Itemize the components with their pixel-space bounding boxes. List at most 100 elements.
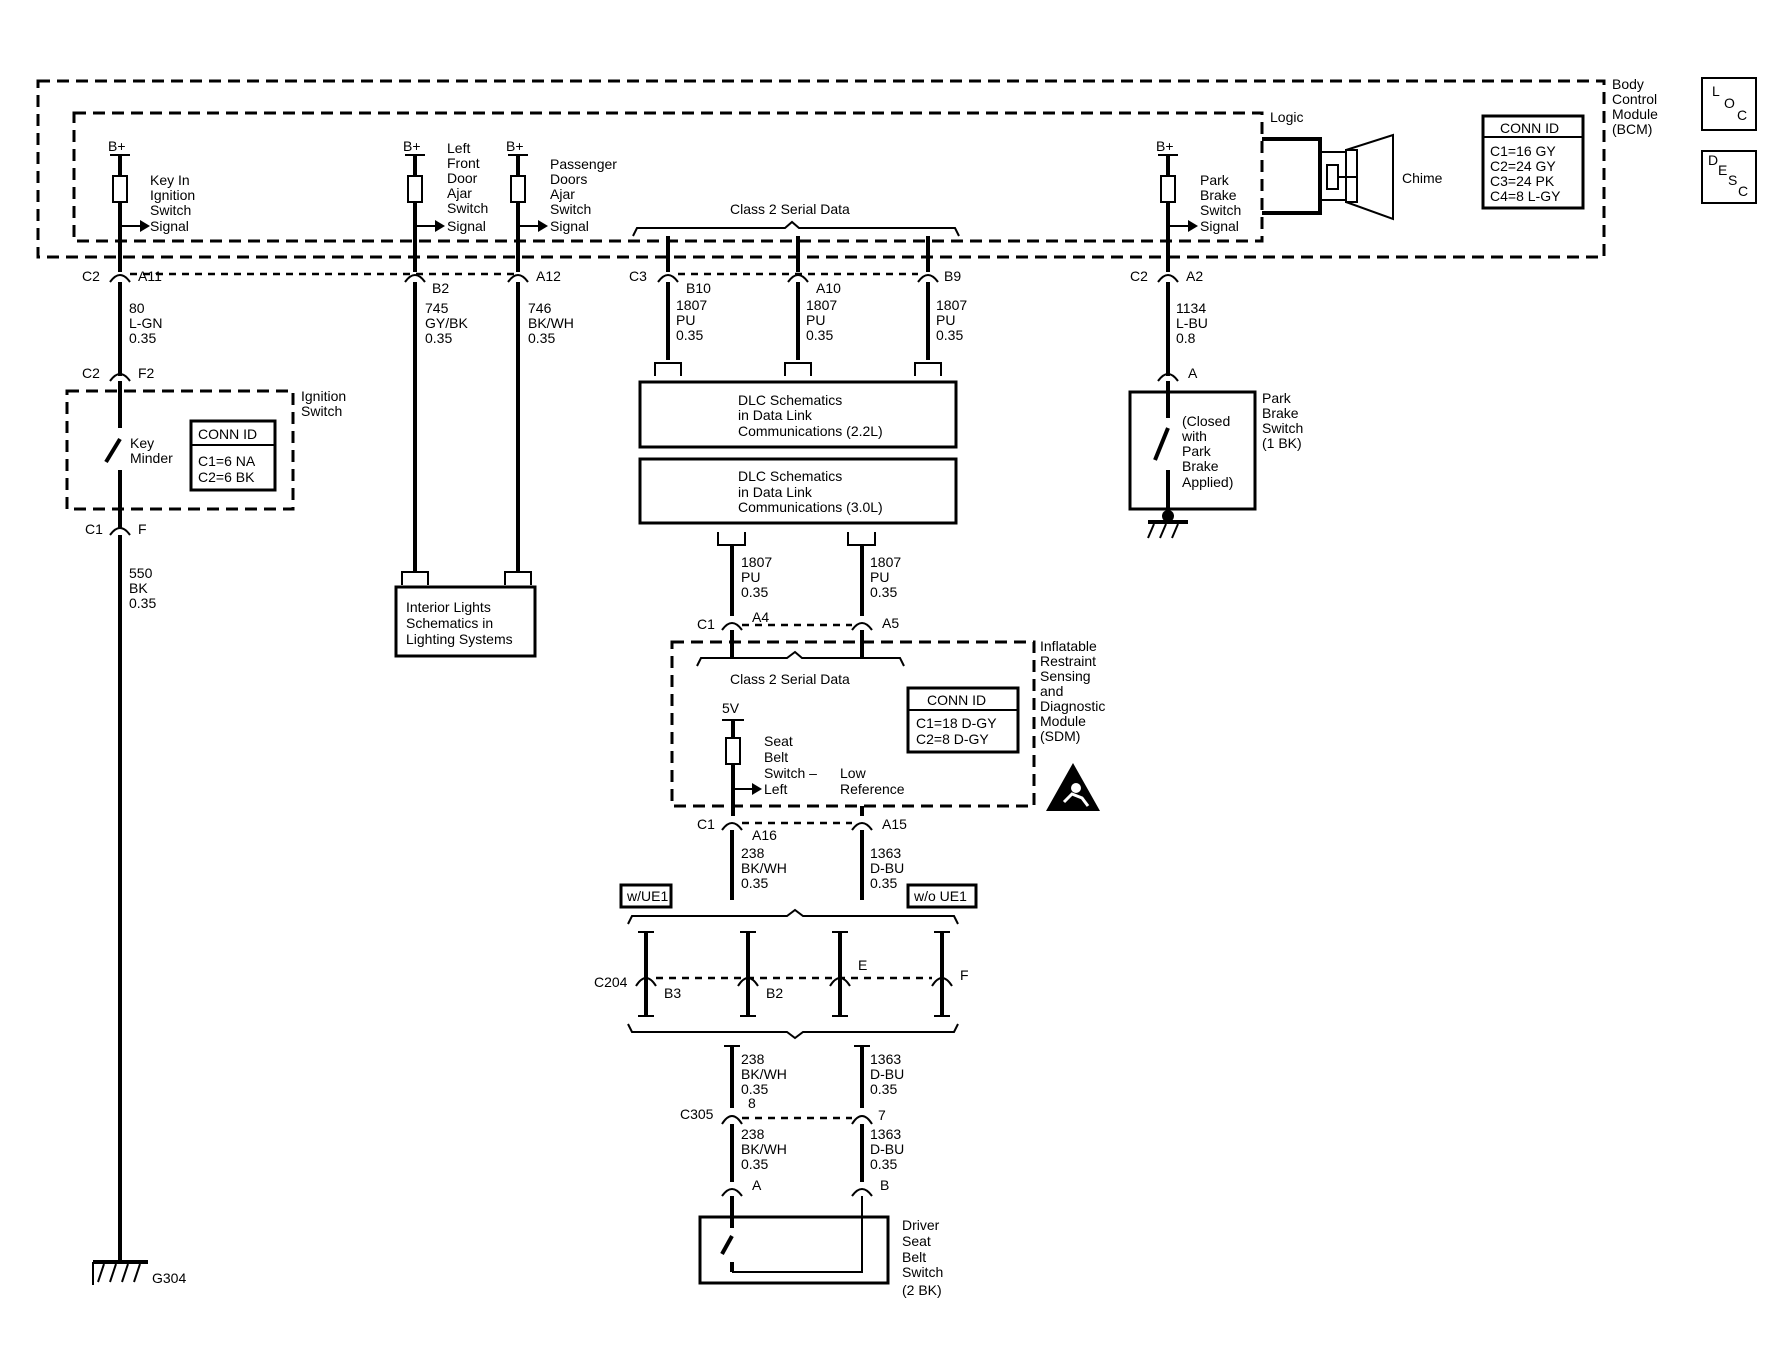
svg-text:C2=8 D-GY: C2=8 D-GY — [916, 731, 989, 747]
svg-text:Inflatable: Inflatable — [1040, 638, 1097, 654]
svg-text:Key: Key — [130, 435, 154, 451]
svg-text:Diagnostic: Diagnostic — [1040, 698, 1105, 714]
svg-text:F2: F2 — [138, 365, 155, 381]
dlc-30l-reference-box[interactable]: DLC Schematics in Data Link Communicatio… — [638, 457, 958, 525]
svg-text:Interior Lights: Interior Lights — [406, 599, 491, 615]
svg-text:(Closed: (Closed — [1182, 413, 1230, 429]
wire-1807-b9: 1807 PU 0.35 — [926, 282, 967, 360]
svg-text:C: C — [1738, 183, 1748, 199]
svg-text:D: D — [1708, 152, 1718, 168]
svg-text:0.35: 0.35 — [870, 584, 897, 600]
svg-text:C1: C1 — [697, 616, 715, 632]
svg-text:BK/WH: BK/WH — [528, 315, 574, 331]
svg-text:C1: C1 — [85, 521, 103, 537]
svg-text:1807: 1807 — [806, 297, 837, 313]
svg-text:Switch: Switch — [447, 200, 488, 216]
airbag-warning-icon — [1046, 763, 1100, 811]
svg-text:C1=18 D-GY: C1=18 D-GY — [916, 715, 997, 731]
svg-text:BK: BK — [129, 580, 148, 596]
svg-text:745: 745 — [425, 300, 449, 316]
svg-text:1807: 1807 — [936, 297, 967, 313]
svg-text:0.35: 0.35 — [528, 330, 555, 346]
logic-label: Logic — [1270, 109, 1303, 125]
svg-text:B2: B2 — [432, 280, 449, 296]
svg-text:D-BU: D-BU — [870, 1066, 904, 1082]
svg-text:PU: PU — [806, 312, 825, 328]
svg-text:PU: PU — [741, 569, 760, 585]
sdm-module: Inflatable Restraint Sensing and Diagnos… — [670, 630, 1105, 816]
chime-label: Chime — [1402, 170, 1443, 186]
svg-text:Signal: Signal — [150, 218, 189, 234]
svg-text:238: 238 — [741, 1051, 765, 1067]
svg-text:C2: C2 — [82, 268, 100, 284]
svg-text:E: E — [858, 957, 867, 973]
svg-text:A2: A2 — [1186, 268, 1203, 284]
svg-text:BK/WH: BK/WH — [741, 1141, 787, 1157]
wire-745: 745 GY/BK 0.35 — [413, 282, 468, 572]
wire-238-sdm: 238 BK/WH 0.35 — [730, 830, 787, 900]
svg-text:Ajar: Ajar — [550, 186, 575, 202]
interior-lights-reference-box[interactable]: Interior Lights Schematics in Lighting S… — [394, 585, 537, 658]
park-brake-switch: (Closed with Park Brake Applied) Park Br… — [1128, 381, 1303, 516]
svg-text:C1=6 NA: C1=6 NA — [198, 453, 256, 469]
svg-text:DLC Schematics: DLC Schematics — [738, 468, 842, 484]
svg-text:A4: A4 — [752, 609, 769, 625]
svg-text:A15: A15 — [882, 816, 907, 832]
svg-text:Key In: Key In — [150, 172, 190, 188]
svg-text:5V: 5V — [722, 700, 740, 716]
svg-text:(2 BK): (2 BK) — [902, 1282, 942, 1298]
svg-text:0.35: 0.35 — [741, 1156, 768, 1172]
key-in-signal-circuit: B+ Key In Ignition Switch Signal — [108, 138, 195, 272]
svg-text:Belt: Belt — [764, 749, 788, 765]
svg-text:550: 550 — [129, 565, 153, 581]
park-brake-signal-circuit: B+ Park Brake Switch Signal — [1156, 138, 1241, 272]
svg-text:B+: B+ — [1156, 138, 1174, 154]
svg-text:Schematics in: Schematics in — [406, 615, 493, 631]
svg-text:Low: Low — [840, 765, 867, 781]
svg-text:0.35: 0.35 — [129, 595, 156, 611]
svg-text:Driver: Driver — [902, 1217, 940, 1233]
svg-text:Doors: Doors — [550, 171, 587, 187]
svg-text:Park: Park — [1262, 390, 1292, 406]
loc-button[interactable]: L O C — [1701, 77, 1757, 131]
svg-text:L-BU: L-BU — [1176, 315, 1208, 331]
wire-1134: 1134 L-BU 0.8 — [1166, 282, 1208, 376]
svg-text:C2=6 BK: C2=6 BK — [198, 469, 255, 485]
wire-1807-a10: 1807 PU 0.35 — [796, 282, 837, 360]
svg-text:0.35: 0.35 — [870, 875, 897, 891]
svg-text:8: 8 — [748, 1095, 756, 1111]
svg-text:Class 2 Serial Data: Class 2 Serial Data — [730, 201, 850, 217]
svg-text:Front: Front — [447, 155, 480, 171]
svg-text:E: E — [1718, 162, 1727, 178]
svg-text:Brake: Brake — [1182, 458, 1219, 474]
svg-text:746: 746 — [528, 300, 552, 316]
dlc-22l-reference-box[interactable]: DLC Schematics in Data Link Communicatio… — [638, 380, 958, 449]
svg-text:A: A — [1188, 365, 1198, 381]
bcm-label: Body — [1612, 76, 1644, 92]
wire-550: 550 BK 0.35 — [118, 535, 156, 1262]
connector-c204: C204 B3 B2 E F — [594, 931, 969, 1017]
svg-text:A16: A16 — [752, 827, 777, 843]
svg-text:0.35: 0.35 — [870, 1156, 897, 1172]
svg-text:F: F — [138, 521, 147, 537]
svg-text:Control: Control — [1612, 91, 1657, 107]
svg-text:Communications (2.2L): Communications (2.2L) — [738, 423, 883, 439]
bcm-module: Body Control Module (BCM) Logic — [36, 76, 1658, 259]
passenger-door-signal-circuit: B+ Passenger Doors Ajar Switch Signal — [506, 138, 617, 272]
desc-button[interactable]: D E S C — [1701, 150, 1757, 204]
svg-text:Minder: Minder — [130, 450, 173, 466]
svg-text:C3=24 PK: C3=24 PK — [1490, 173, 1555, 189]
svg-text:Signal: Signal — [550, 218, 589, 234]
svg-text:PU: PU — [936, 312, 955, 328]
svg-text:C2=24 GY: C2=24 GY — [1490, 158, 1556, 174]
ground-g304-icon: G304 — [92, 1260, 186, 1286]
svg-text:Seat: Seat — [764, 733, 793, 749]
svg-text:Left: Left — [764, 781, 787, 797]
svg-text:Passenger: Passenger — [550, 156, 617, 172]
svg-text:0.35: 0.35 — [741, 584, 768, 600]
driver-seat-belt-switch: Driver Seat Belt Switch (2 BK) — [698, 1196, 943, 1298]
svg-text:and: and — [1040, 683, 1063, 699]
svg-text:C: C — [1737, 107, 1747, 123]
svg-text:7: 7 — [878, 1107, 886, 1123]
